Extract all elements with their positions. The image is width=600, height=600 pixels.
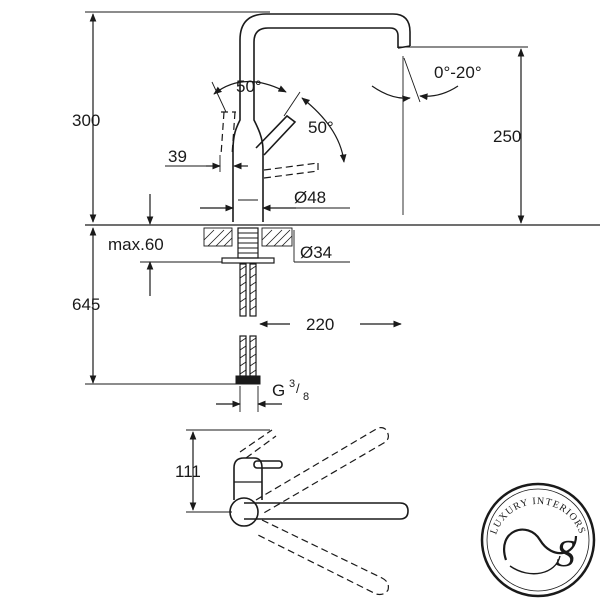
dim-reach: 220 xyxy=(259,315,402,334)
faucet-side-view xyxy=(220,13,411,222)
dim-250-label: 250 xyxy=(493,127,521,146)
logo-swoosh xyxy=(503,528,578,561)
dim-645-label: 645 xyxy=(72,295,100,314)
dim-spout-height: 250 xyxy=(398,46,528,224)
dim-50-swing-label: 50° xyxy=(236,77,262,96)
dim-o48-label: Ø48 xyxy=(294,188,326,207)
dim-220-label: 220 xyxy=(306,315,334,334)
dim-g-sub: 8 xyxy=(303,391,309,403)
dim-hose-length: 645 xyxy=(72,227,236,385)
logo-monogram: S xyxy=(556,533,575,575)
dim-max60-label: max.60 xyxy=(108,235,164,254)
dim-max-thickness: max.60 xyxy=(108,194,222,296)
dim-hole-diameter: Ø34 xyxy=(293,230,350,263)
dim-111-label: 111 xyxy=(175,462,201,481)
dim-connection: G 3 / 8 xyxy=(216,378,309,412)
dim-300-label: 300 xyxy=(72,111,100,130)
dim-lever-tilt: 50° xyxy=(301,97,347,163)
dim-g-sup: 3 xyxy=(289,378,295,390)
dim-g-slash: / xyxy=(296,381,300,396)
dim-39-label: 39 xyxy=(168,147,187,166)
dim-total-height: 300 xyxy=(72,11,270,223)
dim-body-diameter: Ø48 xyxy=(200,188,350,212)
dim-aerator-label: 0°-20° xyxy=(434,63,482,82)
dim-50-tilt-label: 50° xyxy=(308,118,334,137)
luxury-interiors-logo: LUXURY INTERIORS S xyxy=(480,482,596,598)
dim-aerator-tilt: 0°-20° xyxy=(371,57,482,103)
dim-lever-offset: 39 xyxy=(165,147,248,172)
dim-lever-swing: 50° xyxy=(211,77,301,117)
dim-top-offset: 111 xyxy=(175,429,270,513)
dim-g-label: G xyxy=(272,381,285,400)
dim-o34-label: Ø34 xyxy=(300,243,332,262)
faucet-top-view xyxy=(229,427,409,596)
counter-section xyxy=(203,227,293,264)
supply-hoses xyxy=(235,263,261,385)
